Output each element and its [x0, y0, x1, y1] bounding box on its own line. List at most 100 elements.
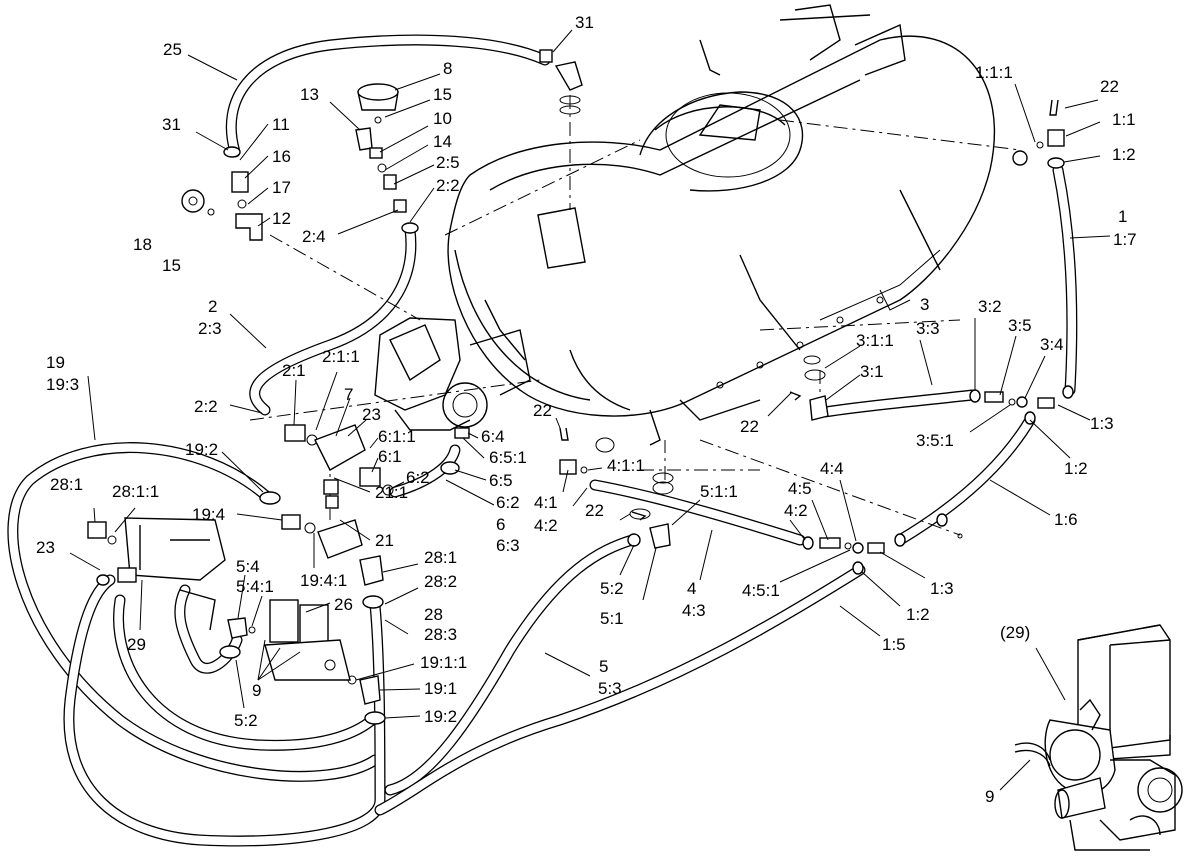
callout-3: 3: [920, 295, 929, 314]
callout-4: 4: [687, 579, 696, 598]
callout-1-3: 1:3: [1090, 414, 1114, 433]
callout-9: 9: [985, 787, 994, 806]
callout-1-1-1: 1:1:1: [975, 63, 1013, 82]
callout-19: 19: [46, 353, 65, 372]
callout-3-1-1: 3:1:1: [856, 331, 894, 350]
callout-23: 23: [362, 405, 381, 424]
callout-3-1: 3:1: [860, 362, 884, 381]
callout-3-5: 3:5: [1008, 316, 1032, 335]
callout-2: 2: [208, 297, 217, 316]
callout-6-2: 6:2: [406, 468, 430, 487]
callout-21-1: 21:1: [375, 483, 408, 502]
callout-3-5-1: 3:5:1: [916, 431, 954, 450]
callout-18: 18: [133, 235, 152, 254]
callout-19-4: 19:4: [192, 505, 225, 524]
callout-leaders: [69, 29, 1111, 791]
callout-2-4: 2:4: [302, 227, 326, 246]
callout-8: 8: [443, 59, 452, 78]
callout-3-4: 3:4: [1040, 335, 1064, 354]
callout-2-1: 2:1: [282, 361, 306, 380]
callout-1-2: 1:2: [1112, 145, 1136, 164]
callout-13: 13: [300, 85, 319, 104]
callout-1-7: 1:7: [1113, 230, 1137, 249]
callout-2-2: 2:2: [194, 397, 218, 416]
callout-19-1: 19:1: [424, 679, 457, 698]
callout-1-1: 1:1: [1112, 110, 1136, 129]
callout-19-4-1: 19:4:1: [300, 571, 347, 590]
callout-23: 23: [36, 538, 55, 557]
callout-2-1-1: 2:1:1: [322, 347, 360, 366]
callout-4-5-1: 4:5:1: [742, 581, 780, 600]
callout-22: 22: [533, 401, 552, 420]
callout-19-2: 19:2: [424, 707, 457, 726]
callout-19-3: 19:3: [46, 375, 79, 394]
callout-25: 25: [163, 40, 182, 59]
callout-14: 14: [433, 132, 452, 151]
callout-4-1: 4:1: [534, 493, 558, 512]
callout-4-1-1: 4:1:1: [607, 456, 645, 475]
callout-28: 28: [424, 605, 443, 624]
callout-6-4: 6:4: [481, 427, 505, 446]
callout-10: 10: [433, 109, 452, 128]
callout-4-5: 4:5: [788, 479, 812, 498]
callout-1-2: 1:2: [1064, 459, 1088, 478]
callout-1-6: 1:6: [1054, 510, 1078, 529]
callout-6-5-1: 6:5:1: [489, 448, 527, 467]
callout-29: 29: [127, 635, 146, 654]
callout-5-1: 5:1: [600, 609, 624, 628]
callout-6-2: 6:2: [496, 493, 520, 512]
callout-31: 31: [162, 115, 181, 134]
callout-4-4: 4:4: [820, 459, 844, 478]
callout-5-4-1: 5:4:1: [236, 577, 274, 596]
callout-5-2: 5:2: [600, 579, 624, 598]
callout-31: 31: [575, 13, 594, 32]
spray-tank: [447, 4, 995, 446]
callout-2-3: 2:3: [198, 319, 222, 338]
callout-22: 22: [740, 417, 759, 436]
callout-28-1-1: 28:1:1: [112, 482, 159, 501]
callout-4-3: 4:3: [682, 601, 706, 620]
callout-28-2: 28:2: [424, 572, 457, 591]
hoses: [7, 34, 1078, 847]
callout-1-5: 1:5: [882, 635, 906, 654]
callout-5-3: 5:3: [598, 679, 622, 698]
callout-15: 15: [433, 85, 452, 104]
callout-16: 16: [272, 147, 291, 166]
valve-detail-inset: [1014, 624, 1183, 851]
callout-2-5: 2:5: [436, 153, 460, 172]
callout-5-2: 5:2: [234, 711, 258, 730]
callout-15: 15: [162, 256, 181, 275]
callout-26: 26: [334, 595, 353, 614]
callout-9: 9: [252, 681, 261, 700]
callout-6-1: 6:1: [378, 447, 402, 466]
callout-12: 12: [272, 209, 291, 228]
callout-29-detail: (29): [1000, 623, 1030, 642]
callout-1-2: 1:2: [906, 605, 930, 624]
callout-5: 5: [599, 657, 608, 676]
callout-6: 6: [496, 515, 505, 534]
callout-28-1: 28:1: [424, 548, 457, 567]
callout-labels: 31 25 8 13 15 10 14 2:5 2:2 2:4 31 11 16…: [36, 13, 1137, 806]
fittings: [87, 49, 1074, 725]
callout-3-2: 3:2: [978, 297, 1002, 316]
callout-2-2: 2:2: [436, 176, 460, 195]
callout-3-3: 3:3: [916, 319, 940, 338]
callout-19-2: 19:2: [185, 440, 218, 459]
callout-6-5: 6:5: [489, 471, 513, 490]
callout-1: 1: [1118, 207, 1127, 226]
callout-28-3: 28:3: [424, 625, 457, 644]
callout-6-1-1: 6:1:1: [378, 427, 416, 446]
callout-4-2: 4:2: [534, 516, 558, 535]
callout-5-1-1: 5:1:1: [700, 482, 738, 501]
callout-22: 22: [585, 501, 604, 520]
callout-11: 11: [272, 115, 290, 134]
pump-assembly: [374, 317, 531, 431]
callout-7: 7: [344, 385, 353, 404]
callout-21: 21: [375, 531, 394, 550]
callout-6-3: 6:3: [496, 536, 520, 555]
callout-17: 17: [272, 178, 291, 197]
callout-28-1: 28:1: [50, 475, 83, 494]
callout-19-1-1: 19:1:1: [420, 653, 467, 672]
callout-22: 22: [1100, 77, 1119, 96]
